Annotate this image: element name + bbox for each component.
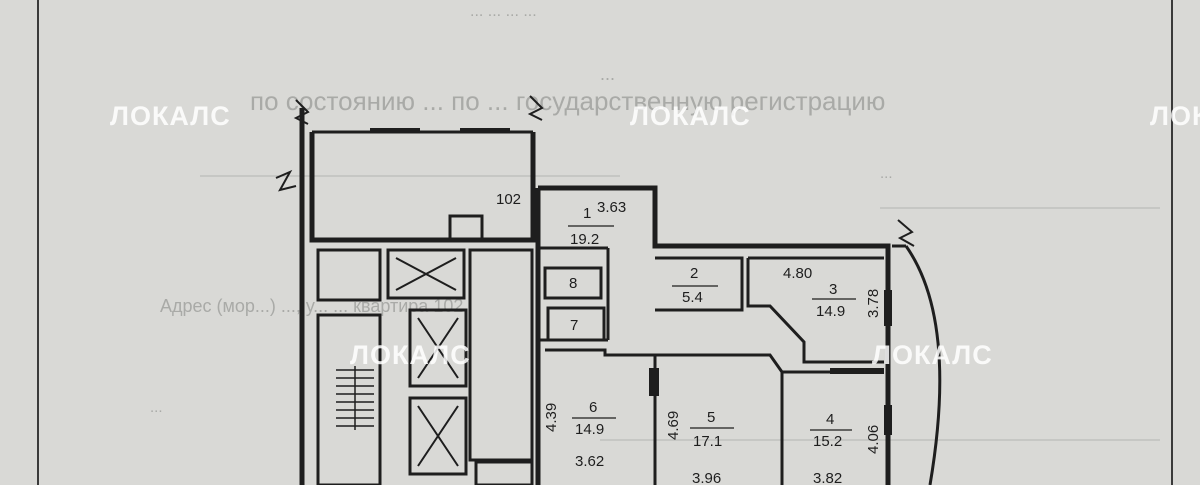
balcony-curve	[904, 245, 942, 485]
room-4-side-dimension: 4.06	[865, 425, 882, 454]
watermark-logo: ЛОКАЛС	[872, 340, 993, 370]
loggia-pillar	[448, 214, 484, 242]
room-6-area: 14.9	[575, 421, 604, 438]
room-3-number: 3	[829, 281, 837, 298]
room-5-number: 5	[707, 409, 715, 426]
window-markers	[370, 128, 892, 435]
inner-partitions	[538, 246, 884, 485]
room-1-dimension: 3.63	[597, 199, 626, 216]
room-4-area: 15.2	[813, 433, 842, 450]
room-3-side-dimension: 3.78	[865, 289, 882, 318]
room-8-number: 8	[569, 275, 577, 292]
bg-text-line: ...	[150, 399, 163, 416]
hall-walls	[545, 348, 784, 485]
elevator-shaft	[408, 396, 468, 476]
room-5-side-dimension: 4.69	[665, 411, 682, 440]
room-1-number: 1	[583, 205, 591, 222]
room-6-number: 6	[589, 399, 597, 416]
room-6-dimension: 3.62	[575, 453, 604, 470]
bg-text-line: ...	[600, 64, 615, 84]
bg-text-line: ...	[880, 165, 893, 182]
room-4-number: 4	[826, 411, 834, 428]
room-2-walls	[655, 256, 744, 312]
common-area	[316, 214, 534, 485]
wall-break-marks	[275, 95, 915, 247]
room-3-dimension: 4.80	[783, 265, 812, 282]
bg-text-line: по состоянию ... по ... государственную …	[250, 86, 885, 116]
room-3-walls	[746, 258, 884, 364]
watermark-logo: ЛОКАЛС	[110, 101, 231, 131]
apartment-number-label: 102	[496, 191, 521, 208]
watermark-logo: ЛОКАЛС	[350, 340, 471, 370]
corridor	[468, 248, 534, 462]
elevator-cross-marks	[395, 257, 459, 467]
bg-text-line: Адрес (мор...) ..., у... ... квартира 10…	[160, 296, 463, 316]
elevator-shaft	[386, 248, 466, 300]
room-4-dimension: 3.82	[813, 470, 842, 485]
stairwell	[316, 313, 382, 485]
watermark-logo: ЛОКАЛС	[630, 101, 751, 131]
room-6-side-dimension: 4.39	[543, 403, 560, 432]
watermark-logo: ЛОКАЛС	[1150, 101, 1200, 131]
corridor-box	[474, 460, 534, 485]
room-8-box	[543, 266, 603, 300]
room-7-number: 7	[570, 317, 578, 334]
shaft-box	[316, 248, 382, 302]
elevator-shaft	[408, 308, 468, 388]
room-1-area: 19.2	[570, 231, 599, 248]
room-2-area: 5.4	[682, 289, 703, 306]
room-5-dimension: 3.96	[692, 470, 721, 485]
room-5-area: 17.1	[693, 433, 722, 450]
loggia-walls	[309, 132, 536, 243]
bg-text-line: ... ... ... ...	[470, 3, 537, 20]
stair-steps	[336, 366, 374, 430]
room-3-area: 14.9	[816, 303, 845, 320]
room-2-number: 2	[690, 265, 698, 282]
